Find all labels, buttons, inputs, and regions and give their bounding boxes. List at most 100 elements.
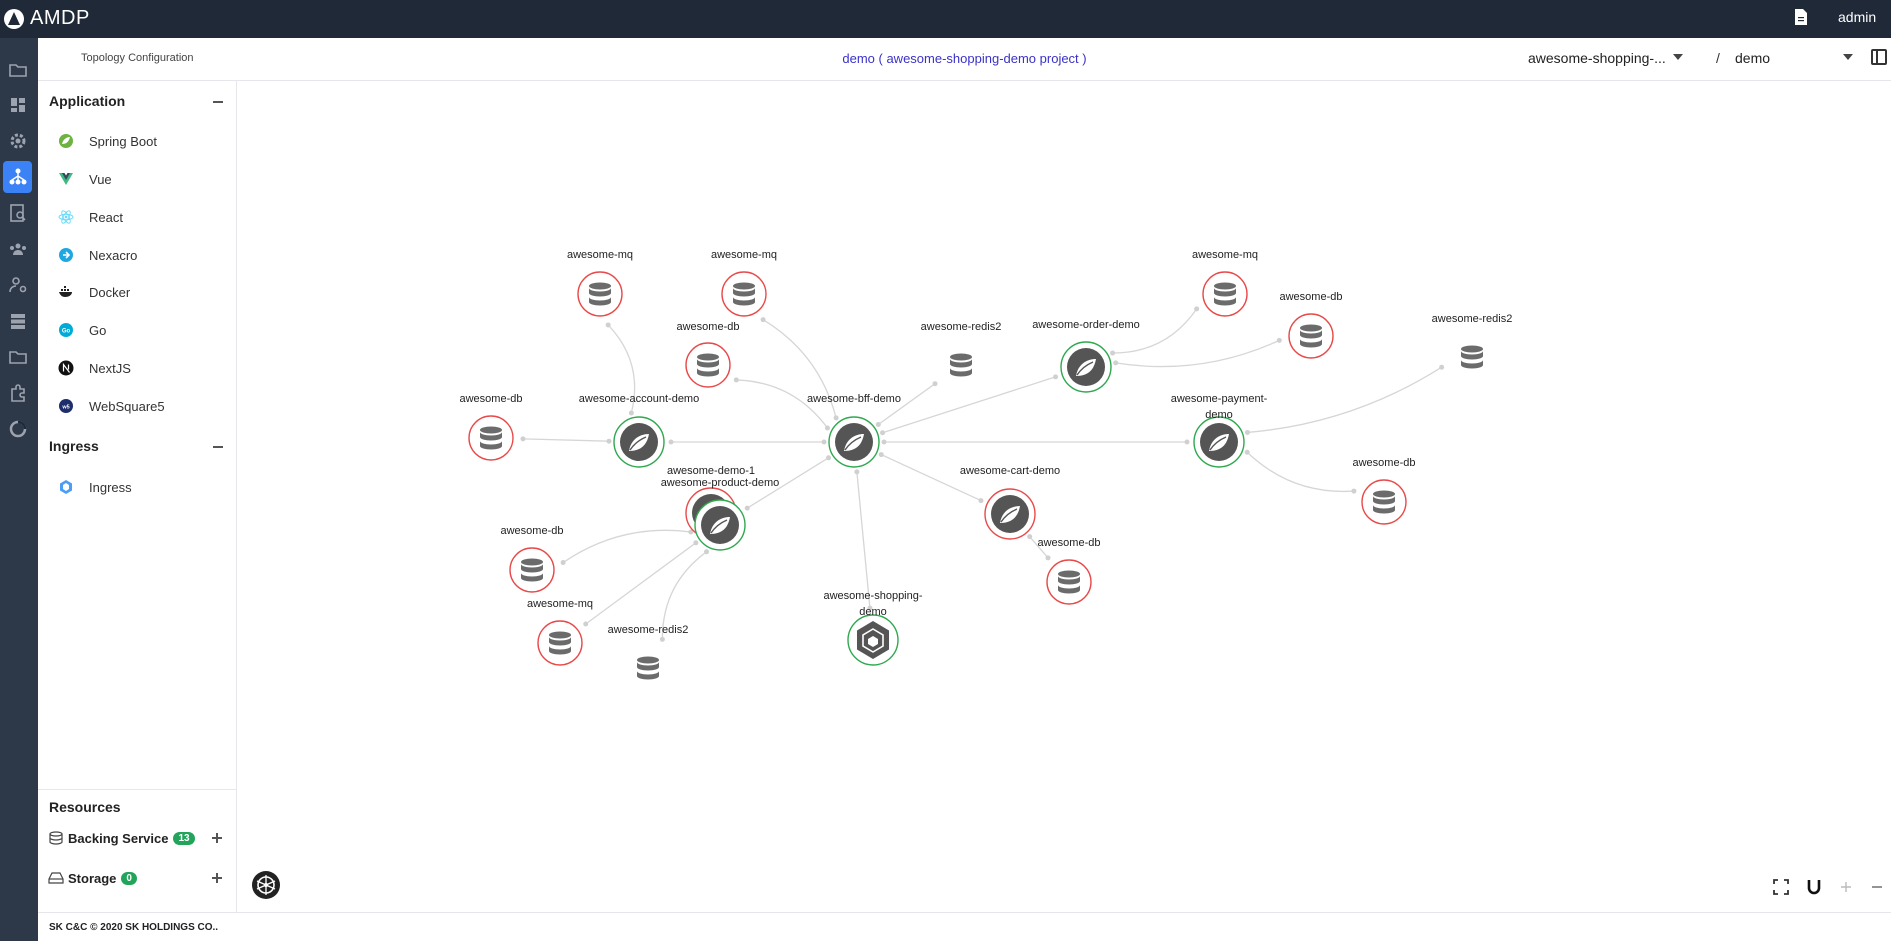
document-icon[interactable] [1794, 9, 1808, 25]
project-select[interactable]: awesome-shopping-... [1528, 50, 1688, 66]
topology-node[interactable]: awesome-redis2 [921, 321, 1002, 377]
topology-node[interactable]: awesome-payment-demo [1171, 393, 1268, 468]
loading-icon[interactable] [3, 413, 32, 445]
storage-label: Storage [68, 870, 117, 886]
node-label: awesome-mq [1192, 249, 1258, 261]
topology-node[interactable]: awesome-redis2 [608, 624, 689, 680]
topology-edge[interactable] [746, 457, 829, 509]
report-icon[interactable] [3, 197, 32, 229]
topology-edge[interactable] [585, 542, 697, 625]
topology-node[interactable]: awesome-order-demo [1032, 319, 1140, 393]
palette-item-go[interactable]: Go Go [58, 319, 106, 341]
add-backing-service-icon[interactable] [212, 833, 222, 843]
edge-endpoint [688, 529, 694, 535]
topology-edge[interactable] [522, 438, 610, 442]
storage-row[interactable]: Storage 0 [48, 868, 137, 888]
edge-endpoint [520, 436, 526, 442]
topology-edge[interactable] [880, 453, 982, 502]
topology-node[interactable]: awesome-db [677, 321, 740, 388]
topology-node[interactable]: awesome-db [501, 525, 564, 593]
topology-node[interactable]: awesome-account-demo [579, 393, 699, 468]
node-label-line: awesome-mq [527, 598, 593, 610]
folder-icon[interactable] [3, 54, 32, 86]
topology-node[interactable]: awesome-cart-demo [960, 465, 1060, 540]
kubernetes-icon[interactable] [251, 870, 281, 900]
topology-edge[interactable] [1029, 536, 1049, 559]
node-label-line: awesome-mq [1192, 249, 1258, 261]
team-icon[interactable] [3, 233, 32, 265]
palette-item-docker[interactable]: Docker [58, 281, 130, 303]
topology-node[interactable]: awesome-mq [1192, 249, 1258, 317]
node-label: awesome-mq [527, 598, 593, 610]
backing-service-row[interactable]: Backing Service 13 [48, 828, 195, 848]
svg-text:w5: w5 [61, 405, 69, 411]
database-icon [950, 353, 972, 377]
topology-edge[interactable] [762, 319, 837, 419]
magnet-icon[interactable] [1804, 877, 1824, 897]
add-storage-icon[interactable] [212, 873, 222, 883]
user-menu[interactable]: admin [1838, 9, 1877, 25]
zoom-in-icon[interactable] [1836, 877, 1856, 897]
copyright-text: SK C&C © 2020 SK HOLDINGS CO.. [49, 922, 219, 933]
topology-edge[interactable] [882, 376, 1056, 434]
vue-icon [58, 171, 74, 187]
edge-endpoint [825, 455, 831, 461]
topology-edge[interactable] [607, 324, 636, 414]
palette-item-websquare5[interactable]: w5 WebSquare5 [58, 395, 165, 417]
fullscreen-icon[interactable] [1771, 877, 1791, 897]
topology-node[interactable]: awesome-mq [711, 249, 777, 317]
topology-node[interactable]: awesome-db [460, 393, 523, 461]
palette-item-spring-boot[interactable]: Spring Boot [58, 130, 157, 152]
docker-icon [58, 284, 74, 300]
palette-item-nexacro[interactable]: Nexacro [58, 244, 137, 266]
database-icon [49, 831, 63, 845]
folder-icon[interactable] [3, 341, 32, 373]
edge-layer [520, 306, 1445, 642]
namespace-select-value: demo [1735, 50, 1771, 66]
plugin-icon[interactable] [3, 377, 32, 409]
app-logo[interactable]: AMDP [4, 7, 90, 30]
topology-icon[interactable] [3, 161, 32, 193]
collapse-icon[interactable] [213, 446, 223, 448]
namespace-select[interactable]: demo [1735, 50, 1855, 66]
topology-node[interactable]: awesome-mq [567, 249, 633, 317]
zoom-out-icon[interactable] [1867, 877, 1887, 897]
topology-node[interactable]: awesome-redis2 [1432, 313, 1513, 369]
dashboard-icon[interactable] [3, 89, 32, 121]
collapse-icon[interactable] [213, 101, 223, 103]
spring-boot-icon [1200, 423, 1238, 461]
edge-endpoint [1053, 374, 1059, 380]
edge-endpoint [560, 560, 566, 566]
page-title: Topology Configuration [81, 52, 194, 64]
topology-edge[interactable] [1246, 451, 1354, 493]
settings-icon[interactable] [3, 125, 32, 157]
topology-node[interactable]: awesome-shopping-demo [823, 590, 923, 666]
palette-item-ingress[interactable]: Ingress [58, 476, 132, 498]
topology-node[interactable]: awesome-bff-demo [807, 393, 901, 468]
topology-edge[interactable] [1115, 339, 1280, 368]
topology-node[interactable]: awesome-db [1353, 457, 1416, 525]
topology-node[interactable]: awesome-db [1038, 537, 1101, 605]
topology-edge[interactable] [661, 551, 707, 640]
palette-item-nextjs[interactable]: NextJS [58, 357, 131, 379]
topology-edge[interactable] [562, 529, 691, 564]
panel-toggle-icon[interactable] [1871, 49, 1887, 65]
edge-endpoint [824, 425, 830, 431]
palette-item-react[interactable]: React [58, 206, 123, 228]
topology-node[interactable]: awesome-mq [527, 598, 593, 666]
topology-edge[interactable] [856, 471, 871, 609]
topology-edge[interactable] [736, 379, 828, 429]
server-icon[interactable] [3, 305, 32, 337]
topology-edge[interactable] [1112, 308, 1198, 354]
topology-edge[interactable] [877, 383, 936, 426]
user-settings-icon[interactable] [3, 269, 32, 301]
svg-text:Go: Go [62, 329, 71, 335]
topology-node[interactable]: awesome-db [1280, 291, 1343, 359]
topology-node[interactable]: awesome-product-demo [661, 477, 780, 551]
divider [38, 789, 237, 790]
spring-boot-icon [58, 133, 74, 149]
palette-item-vue[interactable]: Vue [58, 168, 112, 190]
topology-edge[interactable] [1247, 366, 1443, 434]
